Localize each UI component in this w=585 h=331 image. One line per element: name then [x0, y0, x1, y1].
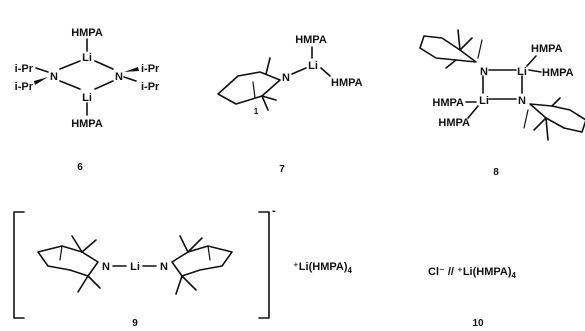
li-hmpa-counterion-subscript: 4: [347, 266, 352, 275]
methyl-7-a: [265, 57, 271, 75]
compound-number-8: 8: [493, 167, 499, 178]
methyl-9-left-a: [71, 235, 83, 253]
methyl-9-left-b: [81, 239, 97, 253]
ring-9-left: [37, 245, 99, 277]
ring-8-top: [419, 35, 477, 63]
bond-li-n-right-top: [94, 60, 114, 70]
n-label-8-top: N: [480, 66, 488, 78]
hmpa-label-8-c: HMPA: [432, 97, 464, 109]
n-label-6-left: N: [50, 71, 58, 83]
li-label-6-top: Li: [82, 52, 92, 64]
methyl-9-left-d: [87, 275, 101, 289]
methyl-9-right-b: [187, 237, 203, 253]
compound-8: N Li Li N HMPA HMPA HMPA HMPA 8: [419, 29, 585, 178]
li-hmpa-counterion-label: ⁺Li(HMPA)4: [293, 261, 352, 275]
methyl-8-bot-c: [551, 97, 561, 107]
n-label-9-left: N: [102, 261, 110, 273]
methyl-9-right-e: [207, 245, 211, 261]
compound-6: HMPA Li N N Li HMPA i-Pr i-Pr i-Pr i-Pr …: [15, 27, 160, 173]
stereo-label-7: 1: [254, 107, 259, 116]
bond-li-hmpa-8-d: [467, 105, 479, 119]
li-label-6-bottom: Li: [82, 92, 92, 104]
ipr-label-6-upper-left: i-Pr: [15, 63, 34, 75]
methyl-9-left-c: [77, 275, 89, 293]
bond-n-li-left-bottom: [59, 80, 81, 90]
methyl-9-right-a: [179, 235, 189, 253]
li-label-8-bottom: Li: [479, 95, 489, 107]
chloride-pair-text: Cl⁻ // ⁺Li(HMPA): [428, 266, 512, 278]
chloride-pair-label: Cl⁻ // ⁺Li(HMPA)4: [428, 266, 517, 280]
counterion-9: ⁺Li(HMPA)4: [293, 261, 352, 275]
compound-number-7: 7: [279, 164, 285, 175]
methyl-7-d: [252, 81, 256, 99]
methyl-8-bot-a: [545, 117, 549, 141]
bracket-left-9: [13, 211, 25, 319]
compound-10: Cl⁻ // ⁺Li(HMPA)4 10: [428, 266, 517, 329]
bond-li-hmpa-right-7: [320, 67, 331, 77]
methyl-7-b: [261, 95, 269, 111]
hmpa-label-6-bottom: HMPA: [71, 118, 103, 130]
bond-li-n-left-top: [59, 60, 81, 70]
methyl-8-bot-d: [523, 109, 529, 129]
n-label-9-right: N: [160, 261, 168, 273]
methyl-8-top-d: [477, 39, 483, 59]
bond-n-ipr-upper-left: [35, 67, 49, 73]
hmpa-label-8-d: HMPA: [438, 117, 470, 129]
li-hmpa-counterion-text: ⁺Li(HMPA): [293, 261, 348, 273]
methyl-7-c: [261, 95, 277, 101]
ring-8-bottom: [529, 103, 585, 133]
n-label-7: N: [282, 72, 290, 84]
hmpa-label-7-top: HMPA: [295, 34, 327, 46]
n-label-8-bottom: N: [518, 95, 526, 107]
ring-9-right: [171, 245, 233, 277]
methyl-9-left-e: [59, 245, 63, 261]
compound-7: HMPA Li N HMPA 1 7: [217, 34, 363, 175]
ipr-label-6-lower-left: i-Pr: [15, 81, 34, 93]
compound-number-6: 6: [77, 162, 83, 173]
charge-minus-9: -: [272, 205, 276, 217]
bond-n-li-7: [291, 67, 307, 75]
wedge-n-ipr-lower-left: [34, 77, 48, 85]
li-label-9: Li: [130, 261, 140, 273]
hmpa-label-7-right: HMPA: [331, 77, 363, 89]
compound-number-9: 9: [132, 318, 138, 329]
hmpa-label-6-top: HMPA: [71, 27, 103, 39]
li-label-7: Li: [308, 60, 318, 72]
bracket-right-9: [258, 211, 270, 319]
ipr-label-6-upper-right: i-Pr: [141, 63, 160, 75]
methyl-8-bot-b: [533, 117, 547, 131]
bond-li-hmpa-8-b: [528, 69, 542, 73]
compound-number-10: 10: [472, 318, 484, 329]
methyl-8-top-c: [445, 59, 457, 69]
hmpa-label-8-a: HMPA: [531, 43, 563, 55]
li-label-8-top: Li: [517, 66, 527, 78]
compound-9: - N Li N 9: [13, 205, 276, 329]
methyl-8-top-b: [459, 37, 473, 51]
hmpa-label-8-b: HMPA: [542, 67, 574, 79]
wedge-n-ipr-upper-right: [124, 67, 139, 72]
chloride-pair-subscript: 4: [512, 271, 517, 280]
bond-li-hmpa-8-a: [526, 55, 537, 67]
n-label-6-right: N: [115, 71, 123, 83]
methyl-9-right-c: [175, 275, 183, 295]
bond-n-ipr-lower-right: [123, 76, 137, 82]
ipr-label-6-lower-right: i-Pr: [141, 81, 160, 93]
bond-n-li-right-bottom: [94, 80, 114, 90]
methyl-8-top-a: [457, 29, 461, 51]
methyl-9-right-d: [181, 275, 197, 291]
